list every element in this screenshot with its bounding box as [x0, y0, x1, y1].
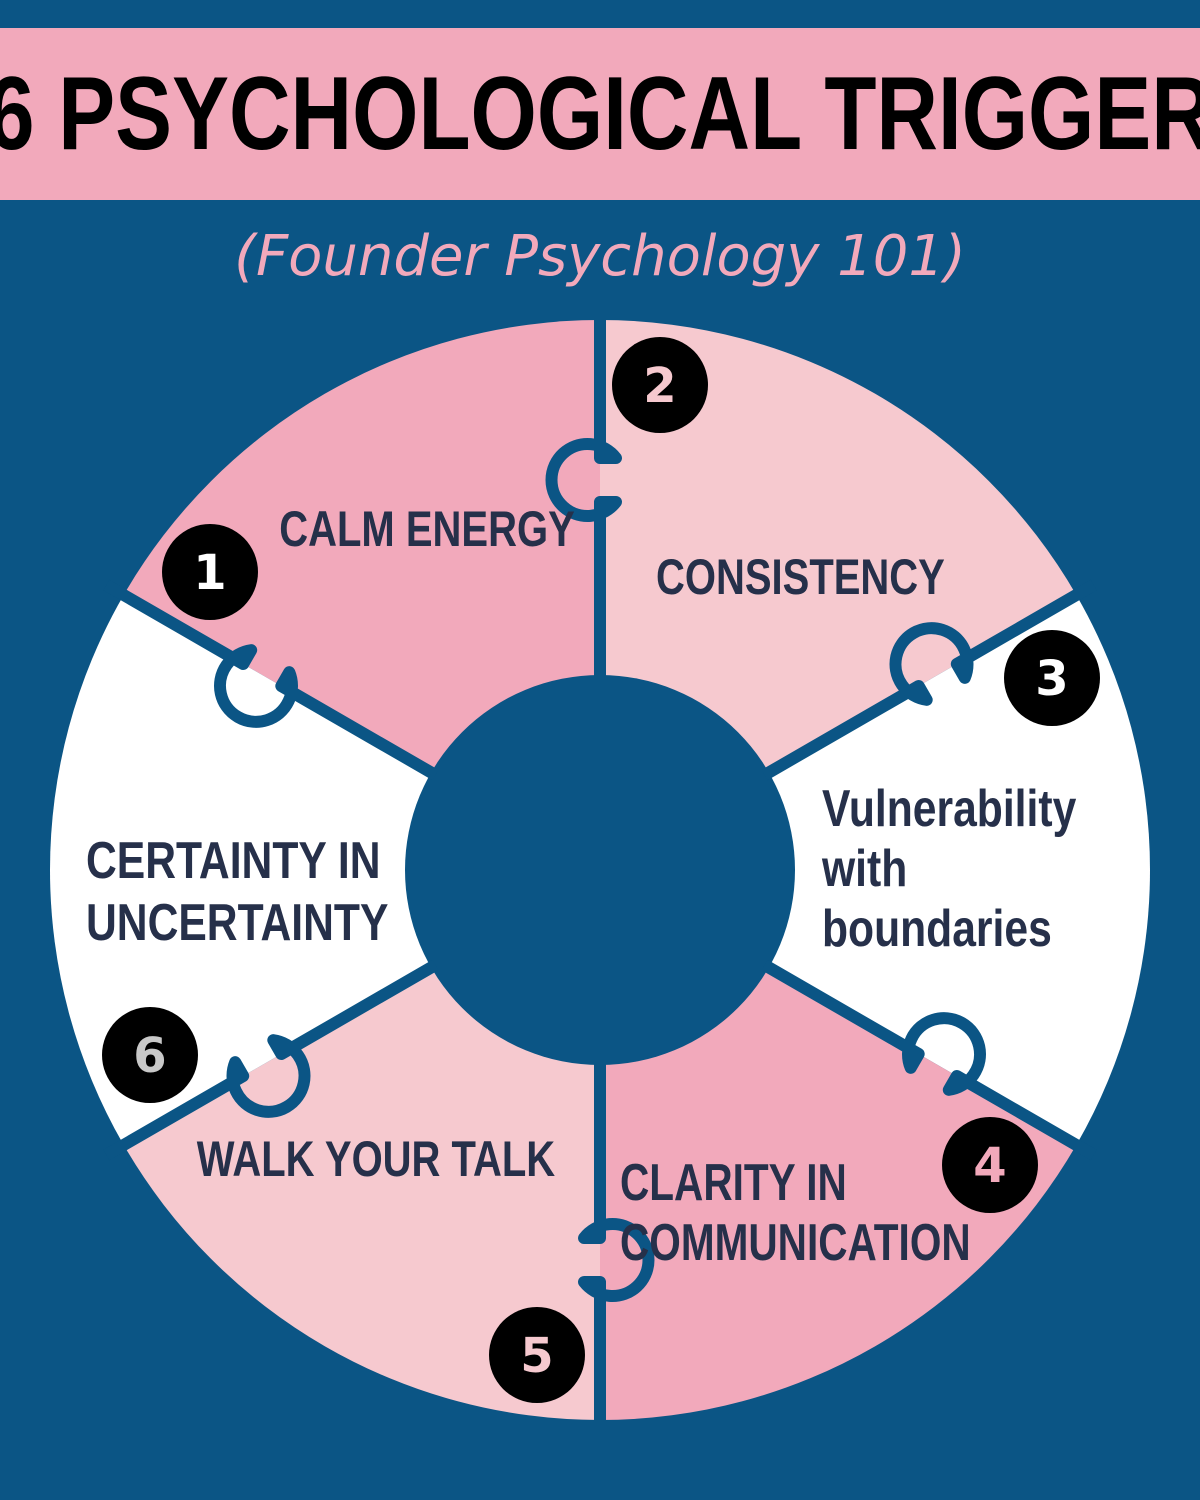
badge-6: 6 — [102, 1007, 198, 1103]
trigger-1-label: CALM ENERGY — [279, 501, 575, 557]
svg-text:3: 3 — [1035, 651, 1068, 707]
trigger-3-label: Vulnerability with boundaries — [821, 780, 1088, 958]
svg-text:6: 6 — [133, 1028, 166, 1084]
trigger-3-segment — [604, 595, 1150, 1145]
trigger-5-label: WALK YOUR TALK — [197, 1131, 556, 1187]
page-subtitle: (Founder Psychology 101) — [234, 224, 966, 289]
trigger-6-segment — [50, 595, 596, 1145]
page-title: 6 PSYCHOLOGICAL TRIGGER — [0, 55, 1200, 172]
title-banner — [0, 28, 1200, 200]
puzzle-seam-3 — [761, 579, 1097, 781]
puzzle-seam-5 — [578, 1060, 655, 1440]
badge-3: 3 — [1004, 630, 1100, 726]
svg-text:5: 5 — [520, 1328, 553, 1384]
puzzle-seam-6 — [103, 959, 439, 1161]
puzzle-seam-1 — [103, 579, 439, 781]
trigger-4-label: CLARITY IN COMMUNICATION — [620, 1153, 971, 1271]
puzzle-seam-2 — [545, 300, 622, 680]
puzzle-seam-4 — [761, 959, 1097, 1161]
badge-5: 5 — [489, 1307, 585, 1403]
svg-text:4: 4 — [973, 1138, 1006, 1194]
svg-text:2: 2 — [643, 358, 676, 414]
badge-1: 1 — [162, 524, 258, 620]
svg-text:1: 1 — [193, 545, 226, 601]
badge-4: 4 — [942, 1117, 1038, 1213]
trigger-2-label: CONSISTENCY — [656, 549, 945, 605]
badge-2: 2 — [612, 337, 708, 433]
puzzle-seams — [103, 300, 1097, 1440]
trigger-6-label: CERTAINTY IN UNCERTAINTY — [86, 832, 392, 952]
wheel-center-hole — [405, 675, 795, 1065]
